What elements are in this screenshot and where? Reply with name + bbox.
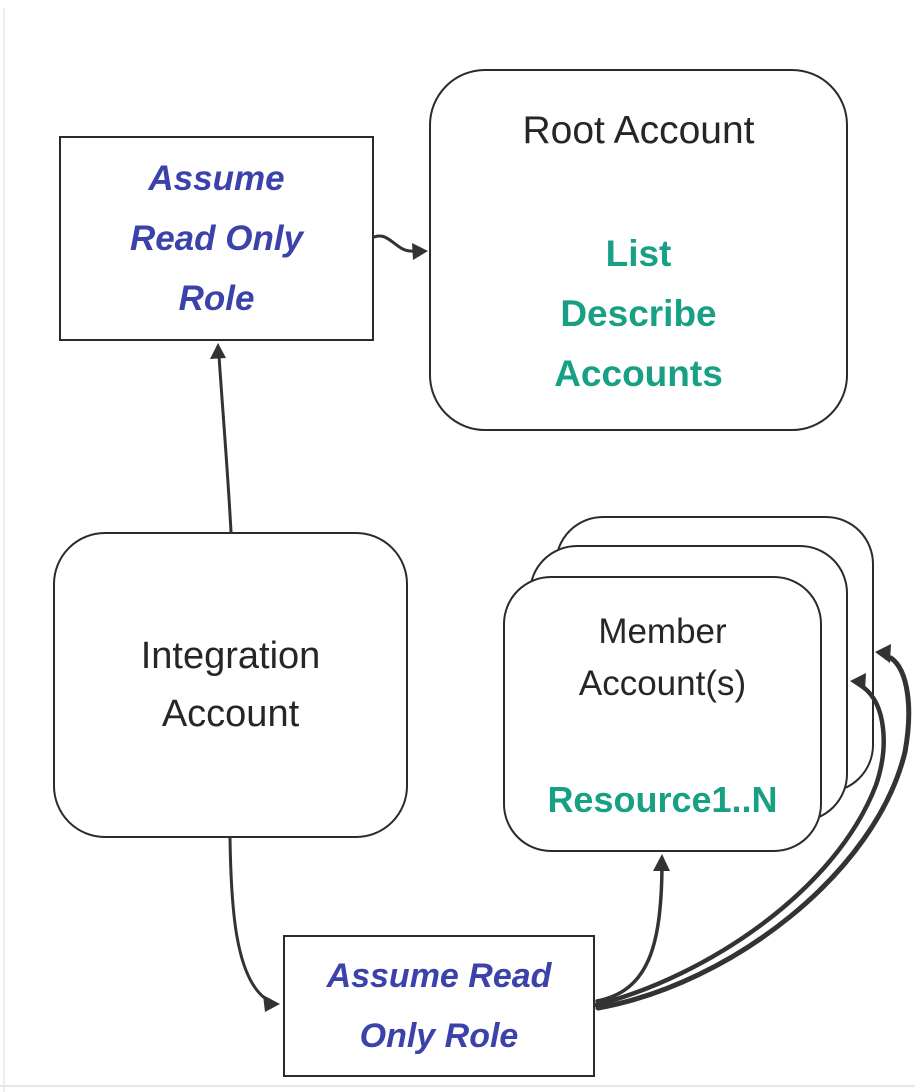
member-account-box: Member Account(s) Resource1..N <box>503 576 822 852</box>
arrow-assume-bottom-to-member-front <box>595 866 664 1003</box>
root-account-title: Root Account <box>522 109 755 152</box>
assume-read-only-role-top-label: Assume Read Only Role <box>129 158 304 318</box>
page-edge-bottom <box>0 1085 915 1087</box>
arrow-integration-to-assume-top <box>217 354 233 534</box>
page-edge-left <box>3 8 5 1092</box>
arrowhead-assume-bottom-to-member-front <box>653 854 670 871</box>
integration-account-label: Integration Account <box>140 635 321 735</box>
root-account-actions: List Describe Accounts <box>554 233 723 394</box>
arrowhead-integration-to-assume-top <box>210 343 226 359</box>
arrowhead-assume-top-to-root <box>412 243 428 260</box>
root-account-box: Root Account List Describe Accounts <box>429 69 848 431</box>
arrow-assume-top-to-root <box>372 234 416 253</box>
integration-account-box: Integration Account <box>53 532 408 838</box>
member-account-resources: Resource1..N <box>547 779 778 820</box>
arrowhead-integration-to-assume-bottom <box>263 995 280 1012</box>
arrowhead-assume-bottom-to-member-back <box>875 644 891 663</box>
assume-read-only-role-bottom-box: Assume Read Only Role <box>283 935 595 1077</box>
member-account-title: Member Account(s) <box>578 612 747 703</box>
arrow-integration-to-assume-bottom <box>228 836 268 1001</box>
assume-read-only-role-bottom-label: Assume Read Only Role <box>326 957 552 1055</box>
assume-read-only-role-top-box: Assume Read Only Role <box>59 136 374 341</box>
